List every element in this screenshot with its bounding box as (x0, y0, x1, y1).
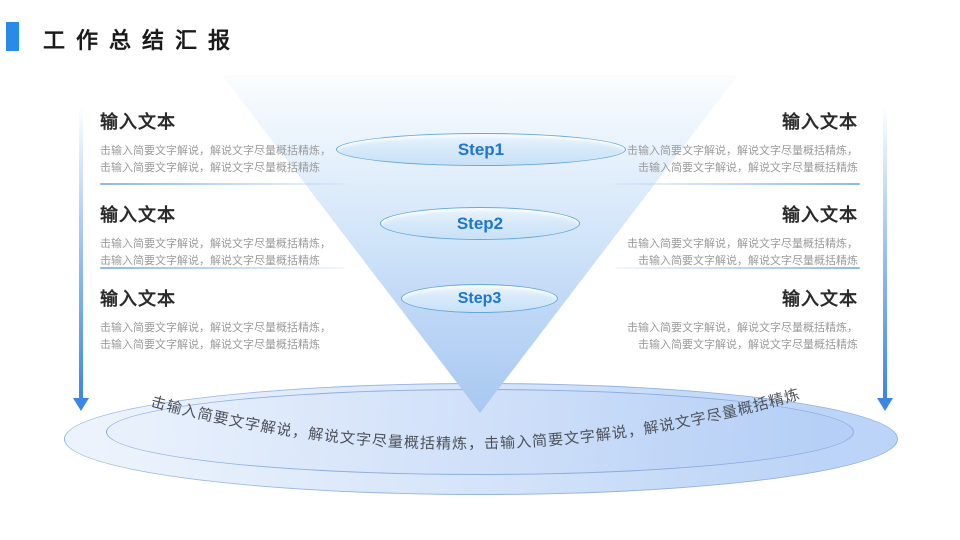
funnel-step-2: Step2 (380, 207, 580, 240)
text-block-left-2: 输入文本 击输入简要文字解说，解说文字尽量概括精炼， 击输入简要文字解说，解说文… (100, 201, 358, 270)
text-block-left-2-body: 击输入简要文字解说，解说文字尽量概括精炼， 击输入简要文字解说，解说文字尽量概括… (100, 236, 358, 270)
text-block-right-2-heading: 输入文本 (782, 205, 858, 225)
funnel-step-3-label: Step3 (457, 289, 502, 307)
body-line: 击输入简要文字解说，解说文字尽量概括精炼 (100, 162, 320, 175)
body-line: 击输入简要文字解说，解说文字尽量概括精炼 (100, 339, 320, 352)
body-line: 击输入简要文字解说，解说文字尽量概括精炼， (627, 238, 858, 250)
text-block-right-3-heading: 输入文本 (782, 289, 858, 309)
page-title: 工作总结汇报 (43, 28, 242, 53)
body-line: 击输入简要文字解说，解说文字尽量概括精炼， (627, 145, 858, 157)
body-line: 击输入简要文字解说，解说文字尽量概括精炼， (100, 322, 331, 334)
title-accent-square (6, 22, 19, 51)
down-arrow-right-head-icon (877, 398, 893, 411)
text-block-left-1: 输入文本 击输入简要文字解说，解说文字尽量概括精炼， 击输入简要文字解说，解说文… (100, 108, 358, 177)
funnel-step-2-label: Step2 (456, 213, 504, 233)
body-line: 击输入简要文字解说，解说文字尽量概括精炼 (100, 255, 320, 268)
body-line: 击输入简要文字解说，解说文字尽量概括精炼 (638, 255, 858, 268)
divider-right-1 (615, 183, 860, 185)
text-block-right-1-body: 击输入简要文字解说，解说文字尽量概括精炼， 击输入简要文字解说，解说文字尽量概括… (600, 143, 858, 177)
text-block-left-3: 输入文本 击输入简要文字解说，解说文字尽量概括精炼， 击输入简要文字解说，解说文… (100, 285, 358, 354)
divider-left-2 (100, 267, 345, 269)
body-line: 击输入简要文字解说，解说文字尽量概括精炼， (100, 238, 331, 250)
down-arrow-left-head-icon (73, 398, 89, 411)
funnel-step-1-label: Step1 (457, 139, 505, 159)
text-block-right-2-body: 击输入简要文字解说，解说文字尽量概括精炼， 击输入简要文字解说，解说文字尽量概括… (600, 236, 858, 270)
body-line: 击输入简要文字解说，解说文字尽量概括精炼 (638, 162, 858, 175)
text-block-left-1-body: 击输入简要文字解说，解说文字尽量概括精炼， 击输入简要文字解说，解说文字尽量概括… (100, 143, 358, 177)
body-line: 击输入简要文字解说，解说文字尽量概括精炼 (638, 339, 858, 352)
text-block-right-1-heading: 输入文本 (782, 112, 858, 132)
funnel-step-3: Step3 (401, 284, 558, 313)
text-block-right-3-body: 击输入简要文字解说，解说文字尽量概括精炼， 击输入简要文字解说，解说文字尽量概括… (600, 320, 858, 354)
text-block-left-1-heading: 输入文本 (100, 112, 176, 132)
text-block-left-3-body: 击输入简要文字解说，解说文字尽量概括精炼， 击输入简要文字解说，解说文字尽量概括… (100, 320, 358, 354)
body-line: 击输入简要文字解说，解说文字尽量概括精炼， (100, 145, 331, 157)
down-arrow-right-shaft (883, 106, 887, 399)
funnel-step-1: Step1 (336, 133, 626, 166)
text-block-right-1: 输入文本 击输入简要文字解说，解说文字尽量概括精炼， 击输入简要文字解说，解说文… (600, 108, 858, 177)
body-line: 击输入简要文字解说，解说文字尽量概括精炼， (627, 322, 858, 334)
text-block-right-2: 输入文本 击输入简要文字解说，解说文字尽量概括精炼， 击输入简要文字解说，解说文… (600, 201, 858, 270)
divider-left-1 (100, 183, 345, 185)
text-block-left-3-heading: 输入文本 (100, 289, 176, 309)
divider-right-2 (615, 267, 860, 269)
down-arrow-left-shaft (79, 106, 83, 399)
text-block-left-2-heading: 输入文本 (100, 205, 176, 225)
text-block-right-3: 输入文本 击输入简要文字解说，解说文字尽量概括精炼， 击输入简要文字解说，解说文… (600, 285, 858, 354)
